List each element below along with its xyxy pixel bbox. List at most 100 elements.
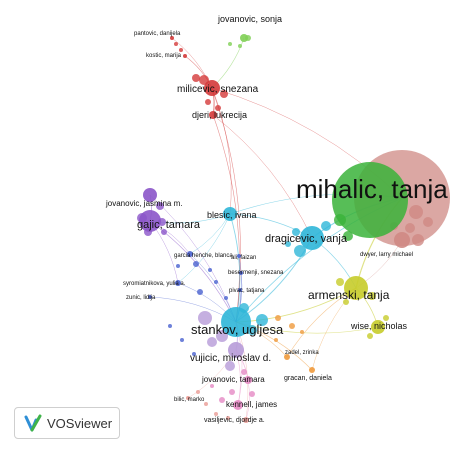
- author-node-stankov[interactable]: [221, 307, 251, 337]
- vosviewer-logo-icon: [24, 414, 42, 432]
- network-nodes: [137, 34, 450, 423]
- author-node-minor: [156, 202, 164, 210]
- author-node-minor: [168, 324, 172, 328]
- author-node-minor: [285, 241, 291, 247]
- author-node-vujicic[interactable]: [228, 342, 244, 358]
- author-node-minor: [192, 74, 200, 82]
- author-label-dragicevic: dragicevic, vanja: [265, 233, 348, 245]
- author-node-kennell[interactable]: [233, 400, 243, 410]
- author-node-minor: [204, 402, 208, 406]
- author-node-minor: [216, 330, 228, 342]
- author-node-jovanovic-sonja[interactable]: [240, 34, 248, 42]
- author-node-minor: [383, 315, 389, 321]
- author-node-minor: [229, 389, 235, 395]
- author-node-minor: [226, 416, 230, 420]
- author-node-minor: [174, 42, 178, 46]
- author-node-djeri[interactable]: [209, 111, 217, 119]
- author-label-pantovic: pantovic, danijela: [134, 31, 181, 37]
- author-label-wise: wise, nicholas: [350, 321, 408, 331]
- author-node-mihalic-green[interactable]: [332, 162, 408, 238]
- author-node-minor: [238, 44, 242, 48]
- author-node-minor: [294, 245, 306, 257]
- author-node-minor: [161, 229, 167, 235]
- author-node-minor: [321, 221, 331, 231]
- author-label-kennell: kennell, james: [226, 400, 277, 409]
- author-node-minor: [368, 292, 376, 300]
- author-node-minor: [367, 333, 373, 339]
- author-node-armenski[interactable]: [344, 276, 368, 300]
- author-label-jovanovic-sonja: jovanovic, sonja: [217, 14, 282, 24]
- author-node-minor: [219, 397, 225, 403]
- author-node-minor: [256, 314, 268, 326]
- author-node-gracan[interactable]: [309, 367, 315, 373]
- author-label-zunic: zunic, lidija: [126, 295, 156, 301]
- author-node-gajic[interactable]: [139, 210, 161, 232]
- author-node-minor: [198, 311, 212, 325]
- author-node-minor: [249, 391, 255, 397]
- author-label-jovanovic-jasmina: jovanovic, jasmina m.: [105, 199, 182, 208]
- author-node-minor: [196, 390, 200, 394]
- author-node-pantovic[interactable]: [170, 36, 174, 40]
- author-node-blesic[interactable]: [223, 207, 237, 221]
- author-label-blesic: blesic, ivana: [207, 210, 257, 220]
- author-label-milicevic: milicevic, snezana: [177, 84, 259, 95]
- author-node-minor: [336, 278, 344, 286]
- author-node-minor: [300, 330, 304, 334]
- author-node-minor: [224, 296, 228, 300]
- author-node-minor: [192, 352, 196, 356]
- author-node-minor: [210, 384, 214, 388]
- author-node-minor: [289, 323, 295, 329]
- author-node-minor: [207, 337, 217, 347]
- author-label-jovanovic-tamara: jovanovic, tamara: [201, 375, 265, 384]
- author-node-zunic[interactable]: [148, 295, 152, 299]
- author-node-minor: [225, 361, 235, 371]
- author-node-vasiljevic[interactable]: [243, 417, 249, 423]
- author-node-dwyer[interactable]: [394, 232, 410, 248]
- author-node-minor: [179, 48, 183, 52]
- author-node-minor: [343, 231, 353, 241]
- author-node-minor: [215, 105, 221, 111]
- author-node-minor: [208, 268, 212, 272]
- author-label-syrogiannis: syromiatnikova, yulia a.: [123, 281, 186, 287]
- author-node-milicevic[interactable]: [204, 80, 220, 96]
- vosviewer-logo: VOSviewer: [14, 407, 120, 439]
- collaboration-link: [149, 220, 237, 323]
- collaboration-link: [212, 114, 240, 323]
- collaboration-link: [211, 87, 241, 323]
- author-node-minor: [275, 315, 281, 321]
- collaboration-link: [177, 213, 231, 284]
- author-label-gracan: gracan, daniela: [284, 375, 332, 382]
- author-label-ali: ali, faizan: [231, 255, 256, 261]
- author-node-dragicevic[interactable]: [300, 226, 324, 250]
- author-label-vasiljevic: vasiljevic, djordje a.: [204, 417, 265, 424]
- collaboration-link: [212, 114, 313, 239]
- author-node-ali[interactable]: [237, 254, 241, 258]
- author-node-minor: [214, 280, 218, 284]
- author-node-syrogiannis[interactable]: [175, 280, 181, 286]
- author-label-gajic: gajic, tamara: [137, 219, 201, 231]
- author-label-armenski: armenski, tanja: [308, 288, 390, 302]
- author-label-bilic: bilic, marko: [174, 397, 205, 403]
- author-node-zadel[interactable]: [284, 354, 290, 360]
- author-node-minor: [180, 338, 184, 342]
- author-node-pivac[interactable]: [238, 288, 242, 292]
- author-node-jovanovic-tamara[interactable]: [244, 376, 252, 384]
- author-label-dwyer: dwyer, larry michael: [360, 252, 413, 258]
- author-label-djeri: djeri, lukrecija: [192, 110, 247, 120]
- author-node-minor: [343, 299, 349, 305]
- author-node-minor: [214, 412, 218, 416]
- author-node-bilic[interactable]: [186, 396, 190, 400]
- author-node-minor: [241, 369, 247, 375]
- author-node-kostic[interactable]: [183, 54, 187, 58]
- author-node-jovanovic-jasmina[interactable]: [143, 188, 157, 202]
- author-node-wise[interactable]: [371, 320, 385, 334]
- author-label-kostic: kostic, marija: [146, 53, 182, 59]
- author-label-zadel: zadel, zrinka: [285, 350, 319, 356]
- author-node-minor: [176, 264, 180, 268]
- author-node-garcia[interactable]: [187, 251, 193, 257]
- author-label-stankov: stankov, ugljesa: [191, 322, 284, 337]
- author-node-minor: [228, 42, 232, 46]
- author-label-mihalic: mihalic, tanja: [296, 174, 448, 204]
- author-node-besermenji[interactable]: [239, 271, 243, 275]
